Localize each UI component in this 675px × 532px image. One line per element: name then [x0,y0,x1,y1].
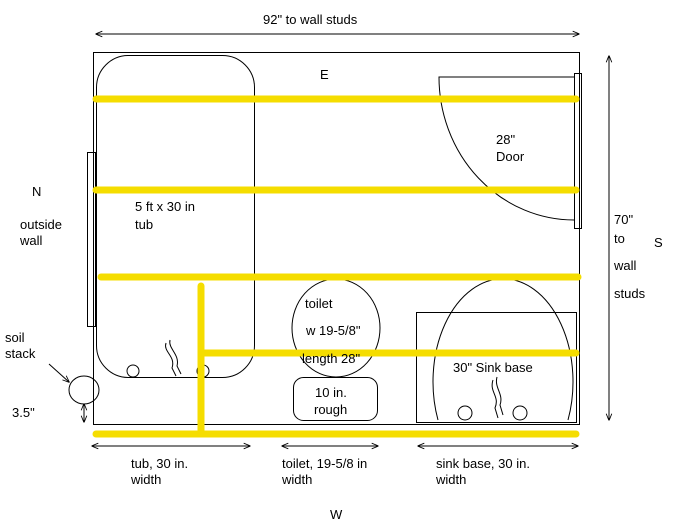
right-dimension-label: 70" [614,212,633,227]
tub-width-label: tub, 30 in. [131,456,188,471]
sink-width-label: width [435,472,466,487]
sink-base-outline [416,312,577,423]
outside-wall-label: outside [20,217,62,232]
toilet-width-label: width [281,472,312,487]
toilet-tank [293,377,378,421]
soil-stack-label: soil [5,330,25,345]
tub-label: 5 ft x 30 in [135,199,195,214]
toilet-label: w 19-5/8" [305,323,361,338]
sink-fixture-circle [512,405,528,421]
toilet-label: toilet [305,296,333,311]
door-jamb [574,73,582,229]
sink-faucet [491,379,499,419]
soil-stack-pointer [48,363,69,382]
tub-width-label: width [130,472,161,487]
toilet-label: length 28" [302,351,360,366]
room-outline [93,52,580,425]
sink-fixture-circle [457,405,473,421]
door-label: Door [496,149,525,164]
sink-base-label: 30" Sink base [453,360,533,375]
right-dimension-label: studs [614,286,646,301]
sink-basin [432,278,574,421]
compass-east: E [320,67,329,82]
soil-stack-label: stack [5,346,36,361]
tub-faucet [165,342,177,377]
tub-drain-circle [126,364,140,378]
top-dimension-label: 92" to wall studs [263,12,358,27]
stack-offset-label: 3.5" [12,405,35,420]
tub-label: tub [135,217,153,232]
outside-wall-window [87,152,96,327]
door-label: 28" [496,132,515,147]
compass-west: W [330,507,343,522]
rough-label: rough [314,402,347,417]
compass-south: S [654,235,663,250]
toilet-width-label: toilet, 19-5/8 in [282,456,367,471]
tub-outline [96,55,255,378]
compass-north: N [32,184,41,199]
tub-faucet [169,339,182,375]
right-dimension-label: to [614,231,625,246]
soil-stack-pipe [68,375,100,405]
sink-faucet [495,376,504,416]
sink-width-label: sink base, 30 in. [436,456,530,471]
rough-label: 10 in. [315,385,347,400]
right-dimension-label: wall [613,258,637,273]
outside-wall-label: wall [19,233,43,248]
